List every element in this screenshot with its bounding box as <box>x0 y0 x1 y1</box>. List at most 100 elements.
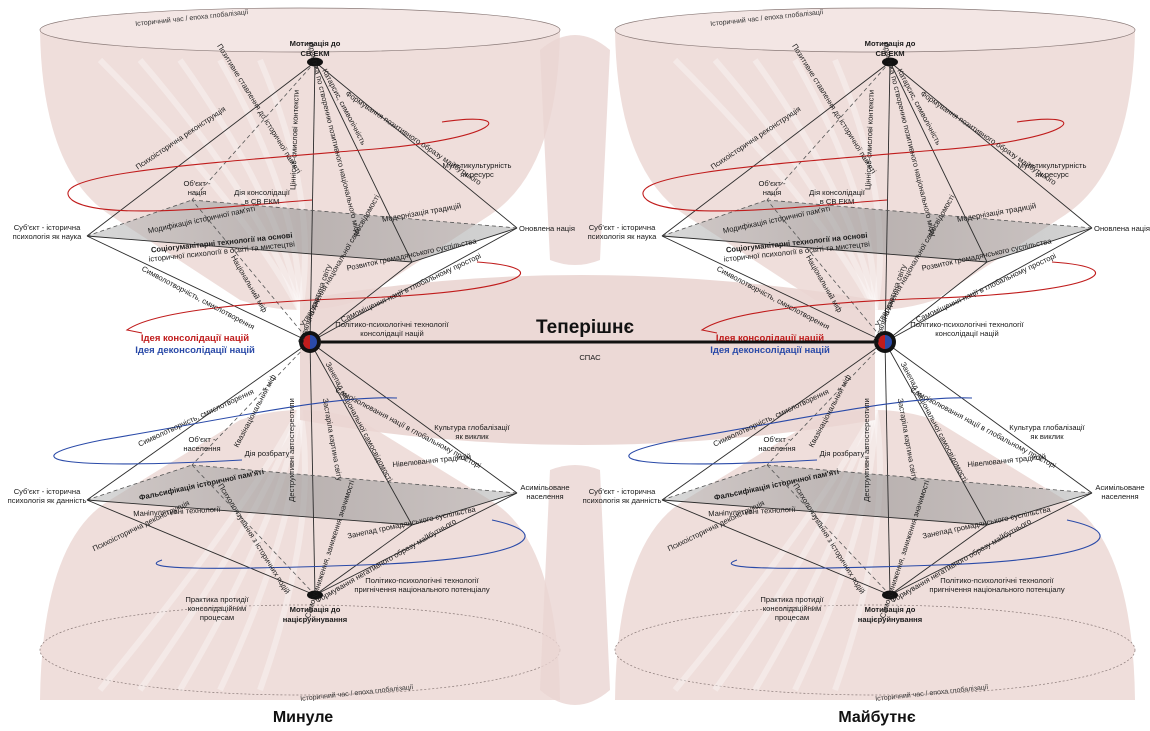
idea-deconsolidation-label: Ідея деконсолідації націй <box>710 345 830 356</box>
idea-consolidation-label: Ідея консолідації націй <box>141 333 249 344</box>
cone-shading <box>257 409 308 691</box>
upper-hidden-edge <box>191 61 316 201</box>
future-label: Майбутнє <box>838 709 916 726</box>
upper-plane-edge <box>661 227 1093 263</box>
upper-object-label-line: Об'єкт - <box>183 179 211 188</box>
bottom-cup-rim <box>614 604 1136 696</box>
lower-edge <box>309 341 316 596</box>
lower-right-vertex-label-line: населення <box>526 492 563 501</box>
upper-right-vertex-label: Оновлена нація <box>519 224 575 233</box>
upper-edge <box>309 261 413 343</box>
blue-spiral-upper <box>53 397 398 465</box>
center-top-stem <box>540 35 610 265</box>
lower-object-label-line: населення <box>758 444 795 453</box>
tech-suppression-label-line: пригнічення національного потенціалу <box>929 585 1065 594</box>
tech-suppression-label-line: пригнічення національного потенціалу <box>354 585 490 594</box>
blue-spiral-lower <box>155 519 526 569</box>
edge-label: Ціннісно-смислові контексти <box>288 90 300 190</box>
culture-label-line: як виклик <box>1030 432 1064 441</box>
upper-edge <box>309 61 316 343</box>
upper-hidden-edge <box>766 199 886 343</box>
lower-edge <box>86 499 316 596</box>
cone-shading <box>177 409 303 692</box>
edge-label: Деструктивні автостереотипи <box>287 398 296 501</box>
cone-shading <box>712 58 878 312</box>
upper-hidden-edge <box>191 199 311 343</box>
lower-hidden-edge <box>191 341 311 466</box>
upper-apex-label-line: Мотивація до <box>865 39 916 48</box>
upper-edge <box>884 227 1093 343</box>
cone-shading <box>137 408 303 692</box>
lower-plane-edge <box>661 492 1093 526</box>
lower-right-vertex-label-line: населення <box>1101 492 1138 501</box>
tech-suppression-label: Політико-психологічні технологіїпригніче… <box>929 576 1065 594</box>
upper-apex-label-line: СВ ЕКМ <box>300 49 329 58</box>
upper-object-label: Об'єкт -нація <box>183 179 211 197</box>
cone-shading <box>137 58 303 312</box>
upper-plane <box>87 200 517 262</box>
lower-edge <box>661 341 886 501</box>
cone-shading <box>752 58 878 311</box>
lower-apex-node <box>882 590 898 600</box>
upper-action-label-line: Дія консолідації <box>809 188 866 197</box>
edge-label: Деструктивні автостереотипи <box>862 398 871 501</box>
cone-shading <box>217 58 303 311</box>
upper-edge <box>661 235 886 343</box>
present-label: Теперішнє <box>536 317 634 338</box>
lower-left-vertex-label-line: психологія як данність <box>8 496 87 505</box>
lower-action-label: Дія розбрату <box>245 449 290 458</box>
cone-shading <box>672 408 878 692</box>
upper-edge <box>86 235 311 343</box>
multicultural-label-line: Мультикультурність <box>1018 161 1087 170</box>
red-spiral-upper <box>642 118 1065 212</box>
red-spiral-upper <box>67 118 490 212</box>
practice-label-line: консолідаційним <box>188 604 246 613</box>
lower-object-label: Об'єкт -населення <box>183 435 220 453</box>
upper-plane <box>662 200 1092 262</box>
idea-deconsolidation-label: Ідея деконсолідації націй <box>135 345 255 356</box>
upper-apex-label-line: СВ ЕКМ <box>875 49 904 58</box>
cone-shading <box>752 409 878 692</box>
cone-shading <box>97 57 303 312</box>
tech-suppression-label: Політико-психологічні технологіїпригніче… <box>354 576 490 594</box>
lower-hidden-edge <box>86 464 193 501</box>
culture-label-line: як виклик <box>455 432 489 441</box>
lower-object-label-line: населення <box>183 444 220 453</box>
tech-consolidation-label: Політико-психологічні технологіїконсолід… <box>335 320 449 338</box>
upper-apex-label-line: Мотивація до <box>290 39 341 48</box>
upper-hidden-edge <box>661 199 768 237</box>
red-spiral-lower <box>125 261 522 334</box>
practice-label-line: Практика протидії <box>760 595 824 604</box>
cone-shading <box>832 58 883 311</box>
lower-object-label-line: Об'єкт - <box>188 435 216 444</box>
idea-consolidation-label: Ідея консолідації націй <box>716 333 824 344</box>
cone-shading <box>792 58 878 311</box>
idea-consolidation-label: Ідея консолідації націй <box>716 333 824 344</box>
lower-left-vertex-label-line: Суб'єкт - історична <box>589 487 656 496</box>
cone-shading <box>217 409 303 692</box>
future-label: Майбутнє <box>838 709 916 726</box>
lower-hidden-edge <box>766 464 891 596</box>
upper-left-vertex-label-line: Суб'єкт - історична <box>14 223 81 232</box>
tech-consolidation-label-line: консолідації націй <box>360 329 424 338</box>
culture-label-line: Культура глобалізації <box>434 423 510 432</box>
cone-shading <box>832 409 883 691</box>
cone-shading <box>257 58 308 311</box>
lower-hidden-edge <box>766 464 1093 494</box>
culture-label-line: Культура глобалізації <box>1009 423 1085 432</box>
cone-shading <box>712 408 878 692</box>
lower-object-label: Об'єкт -населення <box>758 435 795 453</box>
tech-consolidation-label-line: консолідації націй <box>935 329 999 338</box>
lower-apex-node <box>307 590 323 600</box>
lower-apex-label-line: націєруйнування <box>283 615 347 624</box>
blue-spiral-lower <box>730 519 1101 569</box>
upper-object-label-line: нація <box>188 188 207 197</box>
upper-edge <box>314 61 413 263</box>
